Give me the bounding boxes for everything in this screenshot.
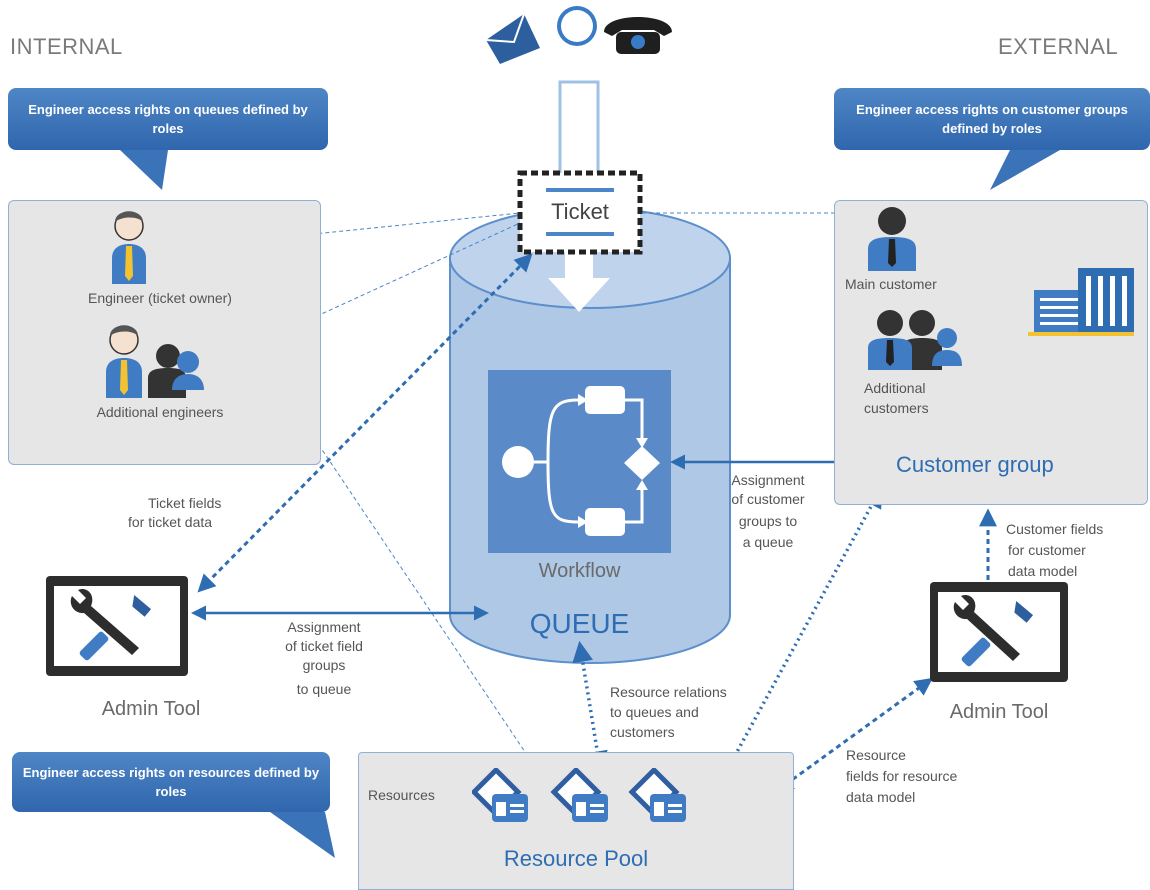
admin-tool-left-label: Admin Tool: [101, 698, 201, 720]
resources-label: Resources: [368, 787, 435, 803]
assign-field-groups-line-4: to queue: [296, 681, 352, 697]
resource-relations-line-1: Resource relations: [610, 684, 727, 700]
engineer-owner-label: Engineer (ticket owner): [88, 290, 232, 306]
main-customer-icon: [868, 207, 916, 271]
resource-icon: [472, 768, 528, 822]
admin-ticket-link: [197, 253, 533, 593]
assign-customer-groups-line-4: a queue: [742, 534, 794, 550]
callout-resource-rights: Engineer access rights on resources defi…: [12, 752, 330, 812]
admin-tool-right-label: Admin Tool: [949, 701, 1049, 723]
assign-field-groups-line-2: of ticket field: [285, 638, 363, 654]
callout-tail-right: [990, 150, 1060, 190]
internal-label: INTERNAL: [10, 34, 123, 59]
resource-relations-line-3: customers: [610, 724, 675, 740]
engineer-owner-icon: [112, 211, 146, 284]
queue-resource-link: [572, 640, 608, 773]
admin-tool-right-icon: [930, 582, 1068, 682]
main-customer-label: Main customer: [845, 276, 937, 292]
resource-pool-title: Resource Pool: [503, 846, 649, 871]
callout-tail-left: [120, 150, 168, 190]
customer-fields-line-1: Customer fields: [1006, 521, 1104, 537]
resource-icon: [550, 768, 608, 822]
queue-title: QUEUE: [529, 608, 630, 639]
resource-fields-line-3: data model: [846, 789, 916, 805]
workflow-diagram: [488, 370, 671, 553]
callout-customer-rights: Engineer access rights on customer group…: [834, 88, 1150, 150]
assign-field-groups-line-3: groups: [302, 657, 346, 673]
resource-fields-line-1: Resource: [846, 747, 906, 763]
customer-fields-line-2: for customer: [1008, 542, 1086, 558]
ticket-fields-line-1: Ticket fields: [148, 495, 222, 511]
ticket-icon: [517, 170, 643, 255]
assign-customer-groups-line-2: of customer: [731, 491, 805, 507]
additional-engineers-icon: [106, 325, 204, 398]
envelope-icon: [485, 13, 540, 64]
resource-icon: [628, 768, 686, 822]
ticket-fields-line-2: for ticket data: [128, 514, 213, 530]
customer-fields-line-3: data model: [1008, 563, 1078, 579]
additional-customers-label-2: customers: [864, 400, 929, 416]
assign-field-groups-line-1: Assignment: [287, 619, 361, 635]
workflow-label: Workflow: [538, 560, 621, 582]
callout-queue-rights: Engineer access rights on queues defined…: [8, 88, 328, 150]
telephone-icon: [604, 17, 672, 54]
building-icon: [1028, 268, 1134, 336]
additional-engineers-label: Additional engineers: [96, 404, 224, 420]
ticket-label: Ticket: [551, 199, 609, 224]
additional-customers-icon: [868, 310, 962, 370]
callout-tail-resource: [270, 812, 335, 858]
additional-customers-label-1: Additional: [864, 380, 926, 396]
assign-customer-groups-line-1: Assignment: [731, 472, 805, 488]
internal-panel: [8, 200, 321, 465]
customer-group-title: Customer group: [896, 452, 1054, 477]
admin-tool-left-icon: [46, 576, 188, 676]
resource-relations-line-2: to queues and: [610, 704, 699, 720]
resource-icons: [472, 768, 686, 822]
at-sign-icon: [557, 6, 597, 46]
resource-fields-line-2: fields for resource: [846, 768, 958, 784]
assign-customer-groups-line-3: groups to: [738, 513, 798, 529]
external-label: EXTERNAL: [998, 34, 1119, 59]
